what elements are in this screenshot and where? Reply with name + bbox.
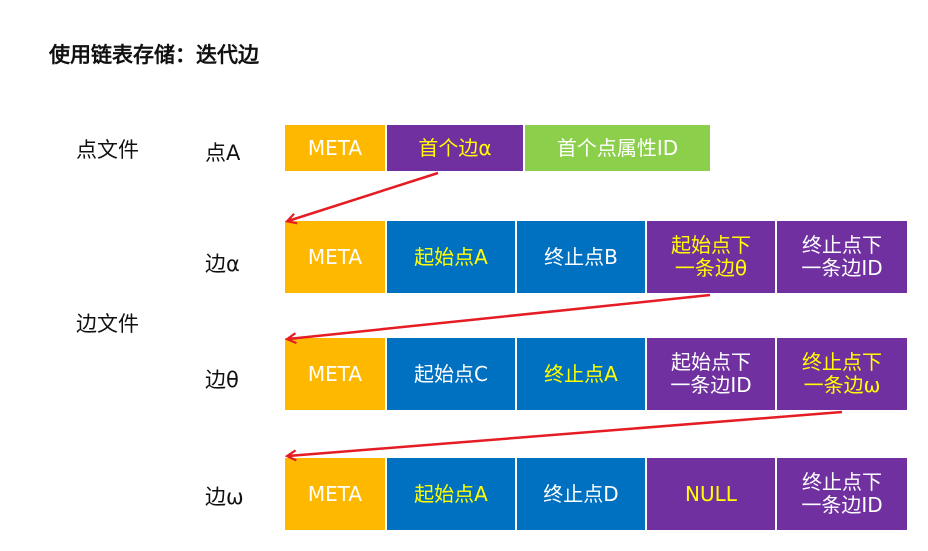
- end-next-edge-cell: 终止点下 一条边ID: [777, 458, 907, 530]
- arrow-theta-to-omega: [288, 410, 843, 456]
- start-vertex-cell: 起始点A: [387, 221, 517, 293]
- start-vertex-cell: 起始点C: [387, 338, 517, 410]
- meta-cell: META: [285, 458, 387, 530]
- edge-file-label: 边文件: [76, 312, 139, 336]
- end-next-edge-cell: 终止点下 一条边ω: [777, 338, 907, 410]
- first-edge-pointer-cell: 首个边α: [387, 125, 525, 171]
- start-next-edge-cell: 起始点下 一条边ID: [647, 338, 777, 410]
- row-label-edge-theta: 边θ: [205, 368, 239, 392]
- vertex-file-label: 点文件: [76, 138, 139, 162]
- arrow-first-edge-to-alpha: [288, 171, 439, 221]
- edge-record-omega: META 起始点A 终止点D NULL 终止点下 一条边ID: [285, 458, 907, 530]
- meta-cell: META: [285, 338, 387, 410]
- meta-cell: META: [285, 125, 387, 171]
- end-vertex-cell: 终止点B: [517, 221, 647, 293]
- start-vertex-cell: 起始点A: [387, 458, 517, 530]
- start-next-edge-cell: 起始点下 一条边θ: [647, 221, 777, 293]
- edge-record-alpha: META 起始点A 终止点B 起始点下 一条边θ 终止点下 一条边ID: [285, 221, 907, 293]
- row-label-edge-omega: 边ω: [205, 485, 244, 509]
- arrow-alpha-to-theta: [288, 293, 711, 339]
- edge-record-theta: META 起始点C 终止点A 起始点下 一条边ID 终止点下 一条边ω: [285, 338, 907, 410]
- start-next-edge-cell: NULL: [647, 458, 777, 530]
- vertex-record-a: META 首个边α 首个点属性ID: [285, 125, 710, 171]
- end-vertex-cell: 终止点D: [517, 458, 647, 530]
- meta-cell: META: [285, 221, 387, 293]
- end-next-edge-cell: 终止点下 一条边ID: [777, 221, 907, 293]
- end-vertex-cell: 终止点A: [517, 338, 647, 410]
- diagram-title: 使用链表存储：迭代边: [49, 43, 259, 67]
- first-property-id-cell: 首个点属性ID: [525, 125, 710, 171]
- row-label-vertex-a: 点A: [205, 141, 241, 165]
- row-label-edge-alpha: 边α: [205, 252, 240, 276]
